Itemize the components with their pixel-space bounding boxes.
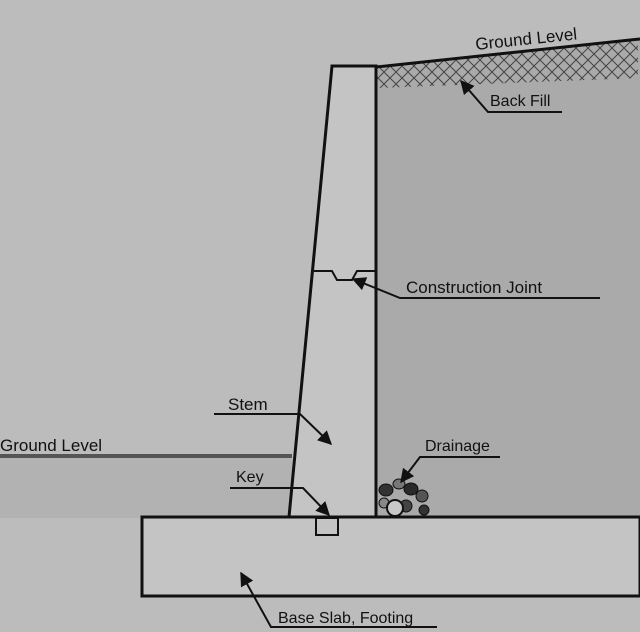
leader-back-fill <box>460 79 562 113</box>
wall-stem <box>287 64 378 519</box>
leader-drainage <box>400 456 500 484</box>
label-key: Key <box>236 469 264 486</box>
construction-joint-notch <box>314 270 376 281</box>
leader-base-slab <box>240 571 437 628</box>
drain-pipe <box>386 499 404 517</box>
label-back-fill: Back Fill <box>490 93 550 110</box>
base-slab-footing <box>140 515 640 598</box>
leader-stem <box>214 413 333 445</box>
label-base-slab: Base Slab, Footing <box>278 610 413 627</box>
label-ground-level-left: Ground Level <box>0 436 102 455</box>
label-stem: Stem <box>228 395 268 414</box>
front-soil-region <box>0 455 292 518</box>
label-construction-joint: Construction Joint <box>406 278 542 297</box>
ground-level-line-right <box>375 37 640 69</box>
backfill-soil-region <box>376 38 640 518</box>
shear-key <box>315 517 339 536</box>
drainage-stones <box>378 478 430 517</box>
leader-construction-joint <box>351 277 600 299</box>
leader-key <box>230 487 330 517</box>
label-drainage: Drainage <box>425 438 490 455</box>
